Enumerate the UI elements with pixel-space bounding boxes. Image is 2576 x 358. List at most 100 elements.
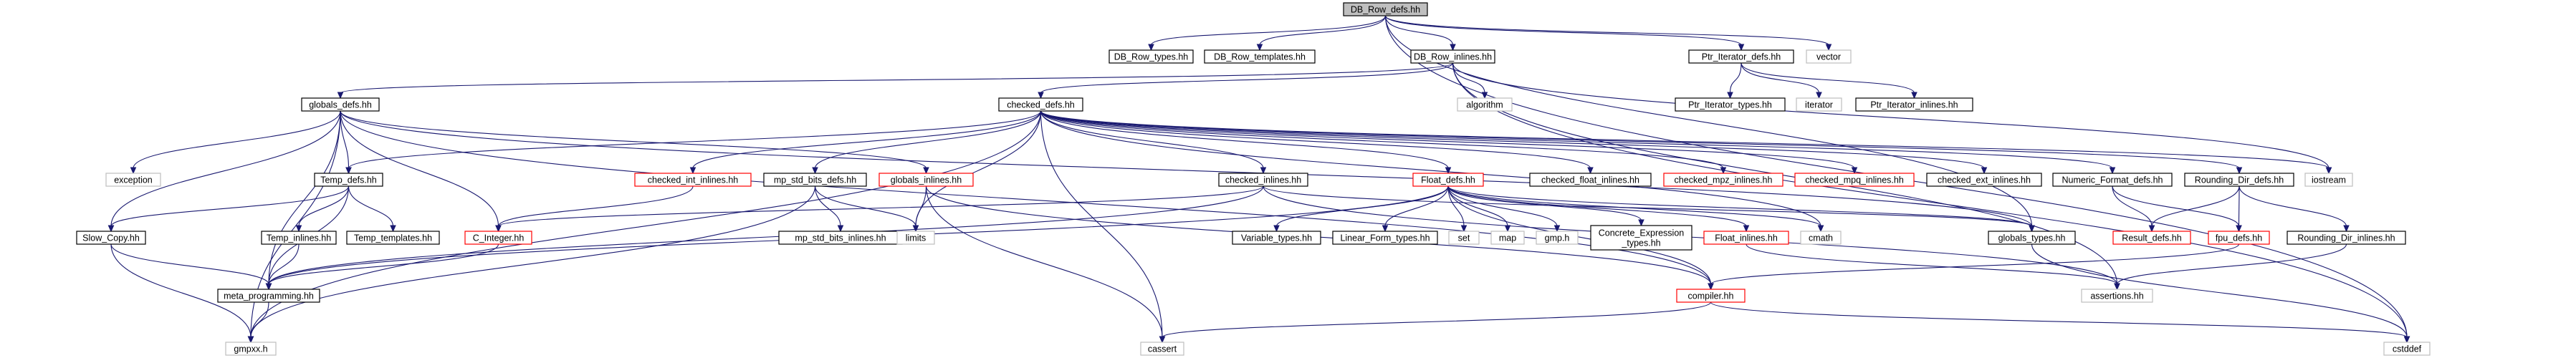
node-c-integer-hh[interactable]: C_Integer.hh <box>464 231 532 245</box>
node-ptr-iterator-types-hh[interactable]: Ptr_Iterator_types.hh <box>1675 97 1786 112</box>
edge-checkedintinlines-to-cinteger <box>497 185 694 227</box>
node-checked-inlines-hh[interactable]: checked_inlines.hh <box>1218 173 1308 187</box>
node-exception[interactable]: exception <box>105 173 161 187</box>
node-box <box>1536 231 1579 245</box>
arrowhead <box>2148 225 2155 233</box>
edge-globalsdefs-to-gmpxx <box>250 110 341 338</box>
node-checked-mpz-inlines-hh[interactable]: checked_mpz_inlines.hh <box>1663 173 1783 187</box>
node-temp-templates-hh[interactable]: Temp_templates.hh <box>346 231 440 245</box>
node-checked-float-inlines-hh[interactable]: checked_float_inlines.hh <box>1529 173 1652 187</box>
node-meta-programming-hh[interactable]: meta_programming.hh <box>217 289 320 303</box>
node-mp-std-bits-inlines-hh[interactable]: mp_std_bits_inlines.hh <box>778 231 903 245</box>
node-temp-inlines-hh[interactable]: Temp_inlines.hh <box>261 231 337 245</box>
node-concrete-expression-types-hh[interactable]: Concrete_Expression_types.hh <box>1590 225 1692 251</box>
edge-checkeddefs-to-iostream <box>1040 110 2330 169</box>
node-variable-types-hh[interactable]: Variable_types.hh <box>1232 231 1321 245</box>
node-label: iostream <box>2312 175 2346 185</box>
node-iostream[interactable]: iostream <box>2304 173 2353 187</box>
node-checked-ext-inlines-hh[interactable]: checked_ext_inlines.hh <box>1926 173 2042 187</box>
edge-compiler-to-cassert <box>1162 301 1712 338</box>
node-db-row-templates-hh[interactable]: DB_Row_templates.hh <box>1204 49 1316 64</box>
node-checked-int-inlines-hh[interactable]: checked_int_inlines.hh <box>634 173 752 187</box>
node-box <box>225 342 277 356</box>
arrowhead <box>345 167 352 175</box>
node-vector[interactable]: vector <box>1806 49 1852 64</box>
arrowhead <box>295 225 302 233</box>
arrowhead <box>1727 92 1733 100</box>
node-rounding-dir-inlines-hh[interactable]: Rounding_Dir_inlines.hh <box>2287 231 2406 245</box>
node-box <box>261 231 337 245</box>
node-label: algorithm <box>1466 100 1503 110</box>
node-box <box>2304 173 2353 187</box>
node-label: _types.hh <box>1621 238 1660 248</box>
node-algorithm[interactable]: algorithm <box>1457 97 1513 112</box>
node-db-row-inlines-hh[interactable]: DB_Row_inlines.hh <box>1410 49 1495 64</box>
node-result-defs-hh[interactable]: Result_defs.hh <box>2112 231 2191 245</box>
node-iterator[interactable]: iterator <box>1796 97 1842 112</box>
edge-mpstdbitsdefs-to-gmpxx <box>250 185 816 338</box>
node-box <box>763 173 867 187</box>
node-label: mp_std_bits_inlines.hh <box>795 233 886 243</box>
node-label: Ptr_Iterator_inlines.hh <box>1870 100 1958 110</box>
edge-checkeddefs-to-checkedextinlines <box>1040 110 1985 169</box>
node-label: Ptr_Iterator_types.hh <box>1688 100 1772 110</box>
node-label: checked_defs.hh <box>1007 100 1075 110</box>
node-limits[interactable]: limits <box>896 231 935 245</box>
node-box <box>1412 173 1484 187</box>
node-box <box>105 173 161 187</box>
node-numeric-format-defs-hh[interactable]: Numeric_Format_defs.hh <box>2052 173 2173 187</box>
node-label: Concrete_Expression <box>1599 228 1685 238</box>
edge-checkedinlines-to-globalstypes <box>1263 185 2033 227</box>
node-label: limits <box>906 233 926 243</box>
node-ptr-iterator-inlines-hh[interactable]: Ptr_Iterator_inlines.hh <box>1855 97 1973 112</box>
edge-checkeddefs-to-tempdefs <box>348 110 1042 169</box>
node-label: DB_Row_defs.hh <box>1351 5 1420 15</box>
node-box <box>1796 97 1842 112</box>
node-cstddef[interactable]: cstddef <box>2383 342 2431 356</box>
edge-dbrowdefs-to-vector <box>1384 15 1829 46</box>
node-map[interactable]: map <box>1490 231 1525 245</box>
node-gmp-h[interactable]: gmp.h <box>1536 231 1579 245</box>
node-float-inlines-hh[interactable]: Float_inlines.hh <box>1703 231 1789 245</box>
node-label: iterator <box>1805 100 1833 110</box>
node-box <box>1232 231 1321 245</box>
node-checked-defs-hh[interactable]: checked_defs.hh <box>998 97 1083 112</box>
edge-checkeddefs-to-numericformatdefs <box>1040 110 2113 169</box>
node-gmpxx-h[interactable]: gmpxx.h <box>225 342 277 356</box>
edge-dbrowdefs-to-dbrowtypes <box>1150 15 1387 46</box>
node-box <box>1794 173 1915 187</box>
node-db-row-types-hh[interactable]: DB_Row_types.hh <box>1109 49 1194 64</box>
node-ptr-iterator-defs-hh[interactable]: Ptr_Iterator_defs.hh <box>1688 49 1794 64</box>
edge-floatdefs-to-concreteexpr <box>1447 185 1642 221</box>
node-box <box>2184 173 2294 187</box>
node-cassert[interactable]: cassert <box>1140 342 1184 356</box>
node-compiler-hh[interactable]: compiler.hh <box>1676 289 1746 303</box>
edge-numericformatdefs-to-resultdefs <box>2112 185 2153 227</box>
edge-slowcopy-to-metaprogramming <box>110 243 269 285</box>
node-globals-types-hh[interactable]: globals_types.hh <box>1988 231 2076 245</box>
node-db-row-defs-hh[interactable]: DB_Row_defs.hh <box>1343 2 1428 16</box>
node-globals-inlines-hh[interactable]: globals_inlines.hh <box>878 173 974 187</box>
node-slow-copy-hh[interactable]: Slow_Copy.hh <box>76 231 146 245</box>
node-mp-std-bits-defs-hh[interactable]: mp_std_bits_defs.hh <box>763 173 867 187</box>
node-float-defs-hh[interactable]: Float_defs.hh <box>1412 173 1484 187</box>
node-linear-form-types-hh[interactable]: Linear_Form_types.hh <box>1332 231 1438 245</box>
node-box <box>76 231 146 245</box>
node-globals-defs-hh[interactable]: globals_defs.hh <box>301 97 380 112</box>
node-fpu-defs-hh[interactable]: fpu_defs.hh <box>2208 231 2270 245</box>
edge-slowcopy-to-gmpxx <box>110 243 252 338</box>
node-box <box>1675 97 1786 112</box>
node-temp-defs-hh[interactable]: Temp_defs.hh <box>314 173 383 187</box>
node-label: cstddef <box>2393 344 2422 354</box>
node-label: Numeric_Format_defs.hh <box>2062 175 2163 185</box>
arrowhead <box>130 167 137 175</box>
node-set[interactable]: set <box>1448 231 1480 245</box>
node-box <box>998 97 1083 112</box>
node-checked-mpq-inlines-hh[interactable]: checked_mpq_inlines.hh <box>1794 173 1915 187</box>
node-rounding-dir-defs-hh[interactable]: Rounding_Dir_defs.hh <box>2184 173 2294 187</box>
node-label: exception <box>114 175 153 185</box>
edge-floatdefs-to-gmph <box>1447 185 1558 227</box>
node-cmath[interactable]: cmath <box>1800 231 1842 245</box>
node-box <box>1703 231 1789 245</box>
node-assertions-hh[interactable]: assertions.hh <box>2081 289 2153 303</box>
